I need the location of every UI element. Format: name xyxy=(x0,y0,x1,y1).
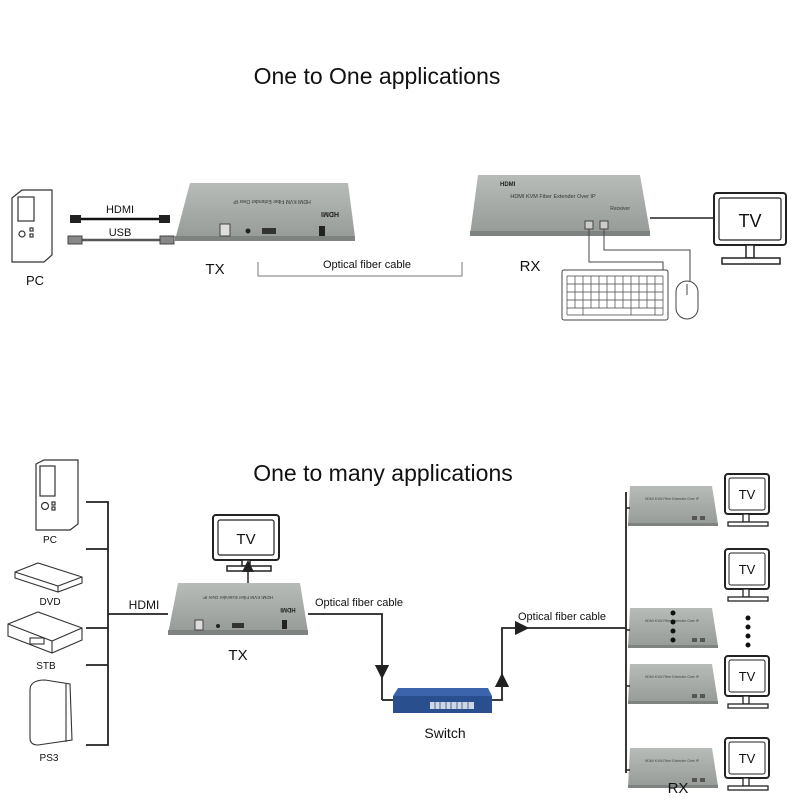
tv-label: TV xyxy=(738,211,761,231)
pc-label: PC xyxy=(26,273,44,288)
tx-device: HDMI KVM Fiber Extender Over IP HDMI xyxy=(168,583,308,635)
pc-tower-icon xyxy=(35,459,79,531)
fiber-label: Optical fiber cable xyxy=(323,259,411,271)
rx-label: RX xyxy=(520,258,541,275)
rx-receiver-print: Receiver xyxy=(610,206,630,212)
mouse-icon xyxy=(675,280,699,320)
tv-icon xyxy=(724,548,770,602)
tx-label: TX xyxy=(205,261,224,278)
keyboard-icon xyxy=(561,269,669,321)
rx-product-print: HDMI KVM Fiber Extender Over IP xyxy=(645,497,700,501)
peripheral-cables xyxy=(588,229,691,282)
rx-product-print: HDMI KVM Fiber Extender Over IP xyxy=(645,759,700,763)
tv-icon xyxy=(724,737,770,791)
source-label-stb: STB xyxy=(36,661,56,672)
rx-brand-print: HDMI xyxy=(500,182,516,188)
rx-label-many: RX xyxy=(668,780,689,797)
ellipsis-dots-tv xyxy=(745,615,751,648)
tx-product-print: HDMI KVM Fiber Extender Over IP xyxy=(233,198,311,204)
rx-port xyxy=(700,694,705,698)
hdmi-cable xyxy=(70,215,170,223)
hdmi-label: HDMI xyxy=(106,204,134,216)
tx-product-print: HDMI KVM Fiber Extender Over IP xyxy=(203,595,273,600)
tx-brand-print: HDMI xyxy=(280,606,296,612)
tv-icon xyxy=(713,192,787,265)
rx-tv-label: TV xyxy=(739,751,756,766)
rx-unit: TV HDMI KVM Fiber Extender Over IP xyxy=(626,655,770,709)
one-to-one-title: One to One applications xyxy=(254,63,501,89)
switch-to-rx-line xyxy=(492,672,510,701)
rx-port xyxy=(700,778,705,782)
rx-port xyxy=(692,516,697,520)
rx-unit: TV HDMI KVM Fiber Extender Over IP xyxy=(626,473,770,527)
source-bus-line xyxy=(86,501,168,746)
tv-icon xyxy=(724,473,770,527)
tx-brand-print: HDMI xyxy=(321,210,339,217)
fiber-bracket xyxy=(257,262,463,277)
source-label-dvd: DVD xyxy=(39,597,60,608)
rx-product-print: HDMI KVM Fiber Extender Over IP xyxy=(645,675,700,679)
switch-label: Switch xyxy=(424,725,465,741)
fiber-label-left: Optical fiber cable xyxy=(315,597,403,609)
source-label-pc: PC xyxy=(43,535,57,546)
rx-unit: TV HDMI KVM Fiber Extender Over IP xyxy=(626,737,770,791)
stb-icon xyxy=(7,611,83,654)
hdmi-label-many: HDMI xyxy=(129,598,160,612)
tv-icon xyxy=(212,514,280,572)
tx-device: HDMI KVM Fiber Extender Over IP HDMI xyxy=(175,183,355,241)
rx-product-print: HDMI KVM Fiber Extender Over IP xyxy=(510,194,596,200)
tv-label-tx: TV xyxy=(236,531,255,548)
rx-device-base xyxy=(628,523,718,526)
pc-tower-icon xyxy=(11,189,53,263)
rx-port xyxy=(700,638,705,642)
ps3-console-icon xyxy=(29,679,73,746)
rx-device-base xyxy=(628,645,718,648)
rx-port xyxy=(700,516,705,520)
rx-port xyxy=(692,778,697,782)
rx-tv-label: TV xyxy=(739,669,756,684)
rx-port xyxy=(692,638,697,642)
usb-cable xyxy=(67,235,175,245)
network-switch-icon xyxy=(393,688,492,713)
rx-device-base xyxy=(628,701,718,704)
rx-device-base xyxy=(628,785,718,788)
one-to-many-title: One to many applications xyxy=(253,460,513,486)
rx-tv-label: TV xyxy=(739,487,756,502)
rx-device: HDMI HDMI KVM Fiber Extender Over IP Rec… xyxy=(470,175,650,236)
ellipsis-dots-rx xyxy=(670,610,676,643)
tv-icon xyxy=(724,655,770,709)
usb-label: USB xyxy=(109,227,132,239)
tx-label-many: TX xyxy=(228,647,247,664)
rx-port xyxy=(692,694,697,698)
fiber-label-right: Optical fiber cable xyxy=(518,611,606,623)
tx-to-switch-line xyxy=(308,613,390,680)
rx-tv-label: TV xyxy=(739,562,756,577)
dvd-player-icon xyxy=(14,562,83,593)
source-label-ps3: PS3 xyxy=(40,753,59,764)
